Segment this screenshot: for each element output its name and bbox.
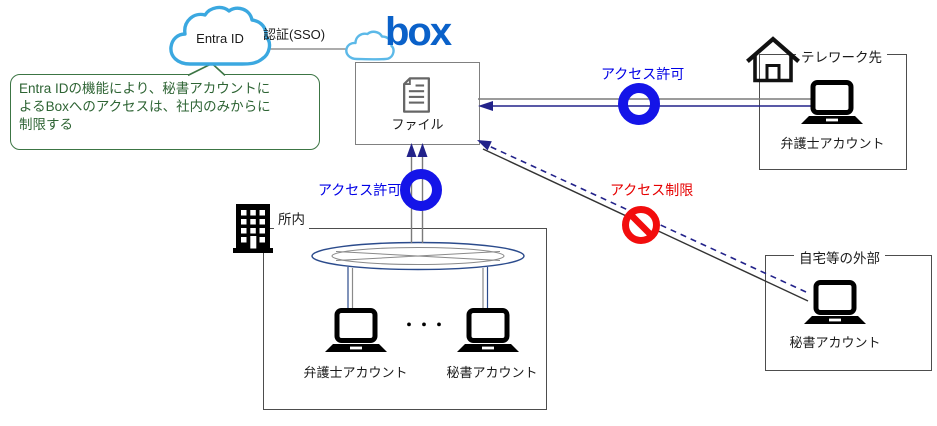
house-icon (744, 33, 802, 85)
laptop-icon-office-lawyer (325, 308, 387, 356)
office-area-box (263, 228, 547, 410)
permit-ring-bottom (400, 169, 442, 211)
callout-note: Entra IDの機能により、秘書アカウントに よるBoxへのアクセスは、社内の… (10, 74, 320, 150)
home-account-label: 秘書アカウント (789, 335, 881, 350)
access-permit-label-bottom: アクセス許可 (318, 182, 402, 198)
callout-line-3: 制限する (19, 116, 73, 132)
laptop-icon-office-secretary (457, 308, 519, 356)
file-label: ファイル (391, 117, 444, 132)
sso-label: 認証(SSO) (263, 27, 326, 42)
office-secretary-account-label: 秘書アカウント (446, 365, 538, 380)
access-permit-label-top: アクセス許可 (601, 66, 685, 82)
document-icon (402, 77, 431, 113)
permit-ring-top (618, 83, 660, 125)
access-restrict-label: アクセス制限 (610, 182, 694, 198)
laptop-icon-telework (801, 80, 863, 128)
entra-id-label: Entra ID (196, 31, 244, 46)
home-area-title: 自宅等の外部 (794, 247, 885, 267)
telework-area-title: テレワーク先 (796, 46, 887, 66)
box-logo-text: box (385, 10, 452, 54)
entra-id-cloud-icon (169, 5, 272, 66)
ellipsis-dots: ・・・ (401, 317, 447, 334)
box-cloud-icon (345, 30, 395, 61)
telework-account-label: 弁護士アカウント (780, 136, 885, 151)
office-building-icon (233, 204, 273, 253)
box-file-container: ファイル (355, 62, 480, 145)
callout-line-1: Entra IDの機能により、秘書アカウントに (19, 81, 271, 96)
office-area-title: 所内 (274, 208, 309, 236)
callout-line-2: よるBoxへのアクセスは、社内のみからに (19, 98, 271, 114)
laptop-icon-home (804, 280, 866, 328)
office-lawyer-account-label: 弁護士アカウント (303, 365, 408, 380)
prohibition-sign (622, 206, 660, 244)
